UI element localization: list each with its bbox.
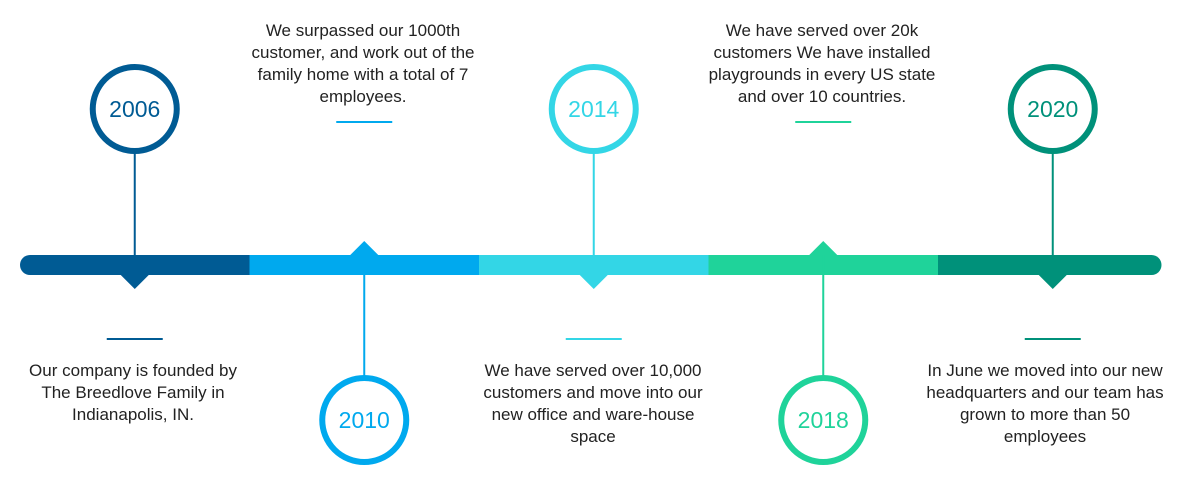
- timeline-pointer-2006: [120, 275, 149, 289]
- milestone-circle-2014: [548, 64, 639, 154]
- milestone-description-2014: We have served over 10,000 customers and…: [483, 361, 703, 446]
- timeline-pointer-2014: [579, 275, 608, 289]
- milestone-year-2018: 2018: [798, 407, 849, 433]
- timeline-bar-segment-2006: [20, 255, 250, 275]
- milestone-description-2006: Our company is founded by The Breedlove …: [29, 361, 237, 424]
- timeline-pointer-2010: [350, 241, 379, 255]
- milestone-circle-2020: [1007, 64, 1098, 154]
- milestone-circle-2010: [319, 375, 410, 465]
- milestone-description-2010: We surpassed our 1000th customer, and wo…: [251, 21, 475, 106]
- milestone-description-2018: We have served over 20k customers We hav…: [708, 21, 936, 106]
- milestone-year-2020: 2020: [1027, 96, 1078, 122]
- timeline-pointer-2018: [809, 241, 838, 255]
- milestone-description-2020: In June we moved into our new headquarte…: [926, 361, 1164, 446]
- timeline-bar-segment-2020: [938, 255, 1162, 275]
- timeline-pointer-2020: [1038, 275, 1067, 289]
- milestone-year-2010: 2010: [339, 407, 390, 433]
- milestone-year-2006: 2006: [109, 96, 160, 122]
- timeline-bar-segment-2014: [479, 255, 709, 275]
- milestone-circle-2018: [778, 375, 869, 465]
- milestone-year-2014: 2014: [568, 96, 619, 122]
- milestone-circle-2006: [89, 64, 180, 154]
